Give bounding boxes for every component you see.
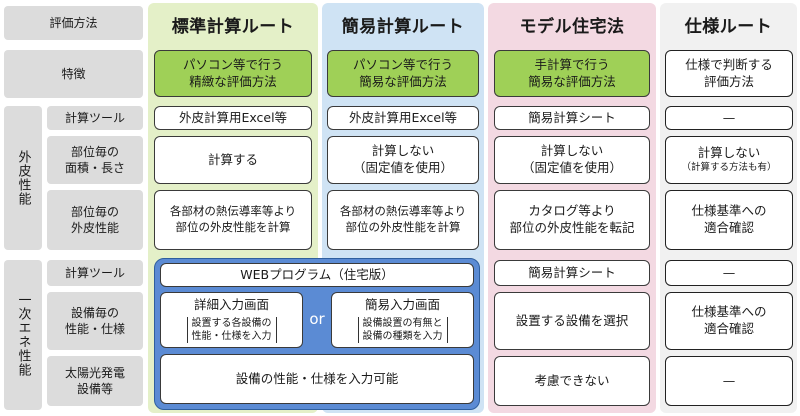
envelope-area-spec-text: 計算しない <box>697 145 761 161</box>
feature-standard: パソコン等で行う 精緻な評価方法 <box>154 50 312 97</box>
energy-equipment-spec: 仕様基準への 適合確認 <box>665 292 793 350</box>
detail-input-title: 詳細入力画面 <box>193 297 269 313</box>
envelope-group-label: 外皮性能 <box>4 106 42 250</box>
envelope-performance-simple: 各部材の熱伝導率等より 部位の外皮性能を計算 <box>327 190 479 250</box>
detail-input-box: 詳細入力画面 設置する各設備の 性能・仕様を入力 <box>160 292 303 348</box>
energy-solar-spec: — <box>665 356 793 406</box>
energy-equipment-model: 設置する設備を選択 <box>494 292 650 350</box>
envelope-tool-standard: 外皮計算用Excel等 <box>154 106 312 130</box>
envelope-performance-model: カタログ等より 部位の外皮性能を転記 <box>494 190 650 250</box>
simple-input-title: 簡易入力画面 <box>364 297 440 313</box>
energy-group-label: 一次エネ性能 <box>4 260 42 410</box>
detail-input-note: 設置する各設備の 性能・仕様を入力 <box>186 316 277 343</box>
envelope-row-performance-label: 部位毎の 外皮性能 <box>47 190 143 250</box>
feature-model: 手計算で行う 簡易な評価方法 <box>494 50 650 97</box>
envelope-area-standard: 計算する <box>154 136 312 184</box>
header-label: 評価方法 <box>4 6 143 40</box>
header-model-house: モデル住宅法 <box>519 16 625 37</box>
envelope-area-spec-note: （計算する方法も有） <box>681 162 777 174</box>
envelope-performance-spec: 仕様基準への 適合確認 <box>665 190 793 250</box>
or-text: or <box>309 310 325 328</box>
envelope-row-area-label: 部位毎の 面積・長さ <box>47 136 143 184</box>
envelope-tool-simple: 外皮計算用Excel等 <box>327 106 479 130</box>
energy-row-tool-label: 計算ツール <box>47 260 143 286</box>
envelope-area-simple: 計算しない （固定値を使用） <box>327 136 479 184</box>
header-standard-route: 標準計算ルート <box>171 16 295 37</box>
envelope-row-tool-label: 計算ツール <box>47 106 143 130</box>
feature-label: 特徴 <box>4 50 143 98</box>
envelope-tool-spec: — <box>665 106 793 130</box>
web-program-box: WEBプログラム（住宅版） <box>160 263 474 287</box>
header-spec-route: 仕様ルート <box>684 16 773 37</box>
energy-row-solar-label: 太陽光発電 設備等 <box>47 356 143 406</box>
equipment-input-possible-box: 設備の性能・仕様を入力可能 <box>160 354 474 404</box>
feature-simple: パソコン等で行う 簡易な評価方法 <box>327 50 479 97</box>
envelope-area-spec: 計算しない （計算する方法も有） <box>665 136 793 184</box>
feature-spec: 仕様で判断する 評価方法 <box>665 50 793 97</box>
header-simple-route: 簡易計算ルート <box>341 16 465 37</box>
energy-row-equipment-label: 設備毎の 性能・仕様 <box>47 292 143 350</box>
simple-input-box: 簡易入力画面 設備設置の有無と 設備の種類を入力 <box>331 292 474 348</box>
energy-solar-model: 考慮できない <box>494 356 650 406</box>
envelope-tool-model: 簡易計算シート <box>494 106 650 130</box>
envelope-area-model: 計算しない （固定値を使用） <box>494 136 650 184</box>
simple-input-note: 設備設置の有無と 設備の種類を入力 <box>357 316 448 343</box>
energy-tool-spec: — <box>665 260 793 286</box>
energy-tool-model: 簡易計算シート <box>494 260 650 286</box>
envelope-performance-standard: 各部材の熱伝導率等より 部位の外皮性能を計算 <box>154 190 312 250</box>
